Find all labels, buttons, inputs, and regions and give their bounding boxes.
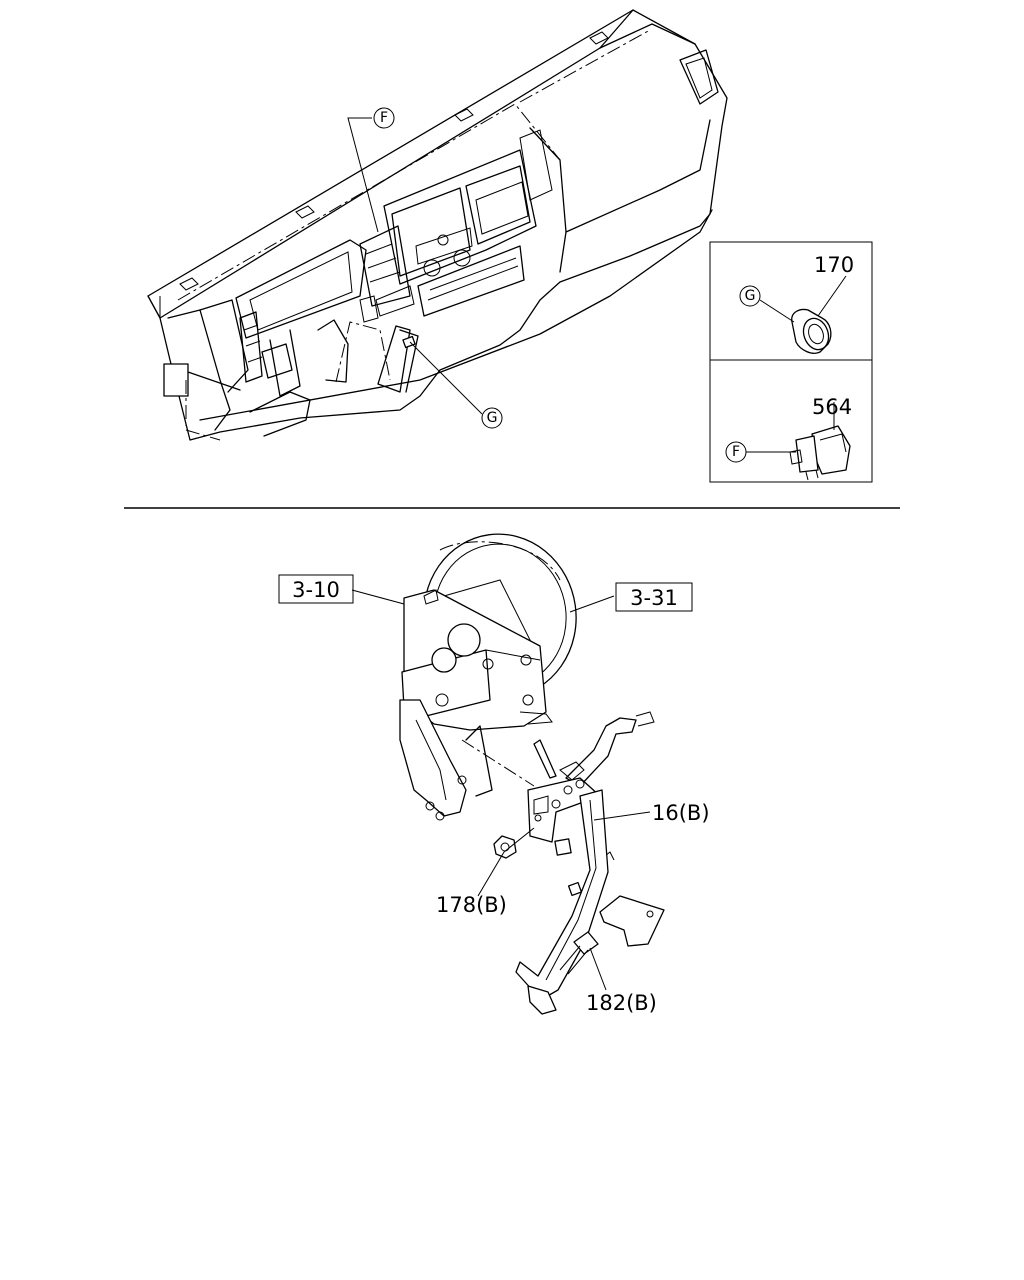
alignment-line [461, 739, 535, 787]
part-564-switch [789, 425, 851, 481]
detail-box [709, 241, 873, 483]
part-170-label: 170 [814, 253, 854, 277]
callout-f-detail [725, 441, 747, 463]
callout-f-top [373, 107, 395, 129]
pedal-arm [515, 789, 609, 1015]
bolt-182b [559, 931, 599, 975]
callout-g-top [481, 407, 503, 429]
leader-3-10 [351, 589, 405, 605]
ref-3-31-label[interactable]: 3-31 [630, 586, 678, 610]
callout-g-detail-label: G [745, 288, 756, 304]
pedal-bracket [527, 777, 615, 861]
leader-170 [817, 275, 847, 317]
leader-g-detail [759, 299, 795, 323]
leader-3-31 [569, 595, 615, 613]
link-rod [533, 711, 655, 787]
part-182b-label: 182(B) [586, 991, 657, 1015]
part-16b-label: 16(B) [652, 801, 710, 825]
part-564-label: 564 [812, 395, 852, 419]
leader-16b [593, 811, 651, 821]
callout-f-detail-label: F [732, 444, 740, 460]
callout-g-detail [739, 285, 761, 307]
master-cylinder-bracket [399, 589, 553, 821]
dashboard-assembly [147, 9, 728, 441]
leader-178b [477, 827, 535, 897]
nut-178b [493, 835, 517, 859]
ref-box-3-31[interactable] [615, 582, 693, 612]
callout-f-top-label: F [380, 110, 388, 126]
leader-f [347, 117, 379, 233]
part-178b-label: 178(B) [436, 893, 507, 917]
ref-box-3-10[interactable] [278, 574, 354, 604]
leader-g [409, 341, 483, 415]
leader-182b [589, 947, 607, 991]
part-170-cap [791, 308, 832, 354]
ref-3-10-label[interactable]: 3-10 [292, 578, 340, 602]
stop-bracket [599, 895, 665, 947]
callout-g-top-label: G [487, 410, 498, 426]
